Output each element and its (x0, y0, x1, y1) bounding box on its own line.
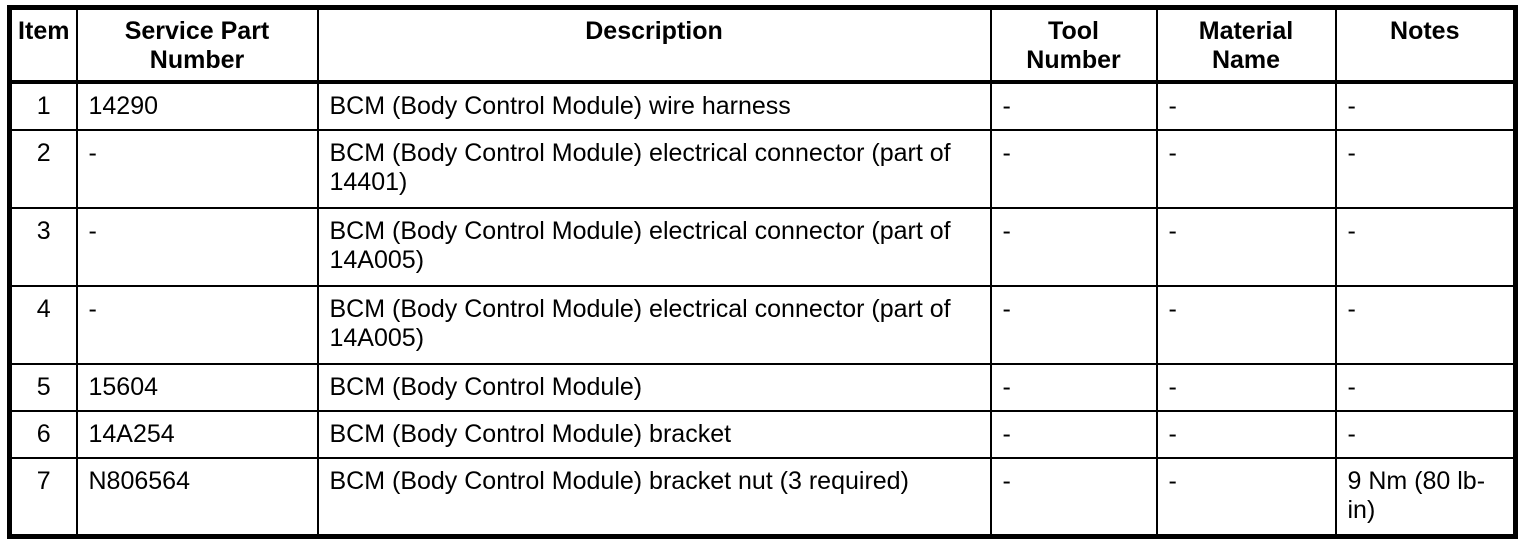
cell-item: 6 (8, 410, 78, 459)
cell-service-part-number: - (75, 129, 319, 209)
cell-tool-number: - (989, 285, 1158, 365)
cell-description: BCM (Body Control Module) bracket (316, 410, 992, 459)
cell-description: BCM (Body Control Module) electrical con… (316, 129, 992, 209)
table-row: 5 15604 BCM (Body Control Module) - - - (8, 363, 1517, 412)
cell-tool-number: - (989, 207, 1158, 287)
cell-item: 2 (8, 129, 78, 209)
parts-table: Item Service Part Number Description Too… (7, 5, 1518, 539)
cell-service-part-number: 14290 (75, 81, 319, 131)
column-header-tool-number: Tool Number (989, 6, 1158, 84)
cell-material-name: - (1155, 285, 1337, 365)
cell-material-name: - (1155, 81, 1337, 131)
cell-notes: 9 Nm (80 lb-in) (1334, 457, 1517, 537)
cell-service-part-number: 15604 (75, 363, 319, 412)
table-row: 4 - BCM (Body Control Module) electrical… (8, 285, 1517, 365)
cell-material-name: - (1155, 457, 1337, 537)
header-row: Item Service Part Number Description Too… (8, 6, 1517, 84)
cell-material-name: - (1155, 129, 1337, 209)
table-body: 1 14290 BCM (Body Control Module) wire h… (8, 81, 1517, 537)
cell-notes: - (1334, 285, 1517, 365)
table-row: 3 - BCM (Body Control Module) electrical… (8, 207, 1517, 287)
cell-tool-number: - (989, 410, 1158, 459)
cell-item: 3 (8, 207, 78, 287)
table-row: 2 - BCM (Body Control Module) electrical… (8, 129, 1517, 209)
cell-tool-number: - (989, 363, 1158, 412)
cell-description: BCM (Body Control Module) (316, 363, 992, 412)
cell-item: 7 (8, 457, 78, 537)
cell-notes: - (1334, 363, 1517, 412)
table-header: Item Service Part Number Description Too… (8, 6, 1517, 84)
column-header-notes: Notes (1334, 6, 1517, 84)
cell-item: 1 (8, 81, 78, 131)
cell-service-part-number: - (75, 207, 319, 287)
column-header-service-part-number: Service Part Number (75, 6, 319, 84)
cell-description: BCM (Body Control Module) wire harness (316, 81, 992, 131)
cell-notes: - (1334, 129, 1517, 209)
cell-notes: - (1334, 207, 1517, 287)
cell-service-part-number: - (75, 285, 319, 365)
cell-item: 4 (8, 285, 78, 365)
cell-notes: - (1334, 410, 1517, 459)
table-row: 7 N806564 BCM (Body Control Module) brac… (8, 457, 1517, 537)
cell-tool-number: - (989, 81, 1158, 131)
cell-material-name: - (1155, 410, 1337, 459)
cell-tool-number: - (989, 129, 1158, 209)
cell-description: BCM (Body Control Module) electrical con… (316, 207, 992, 287)
cell-item: 5 (8, 363, 78, 412)
cell-material-name: - (1155, 207, 1337, 287)
cell-service-part-number: 14A254 (75, 410, 319, 459)
table-row: 6 14A254 BCM (Body Control Module) brack… (8, 410, 1517, 459)
column-header-material-name: Material Name (1155, 6, 1337, 84)
cell-description: BCM (Body Control Module) bracket nut (3… (316, 457, 992, 537)
cell-description: BCM (Body Control Module) electrical con… (316, 285, 992, 365)
column-header-description: Description (316, 6, 992, 84)
cell-notes: - (1334, 81, 1517, 131)
cell-material-name: - (1155, 363, 1337, 412)
table-row: 1 14290 BCM (Body Control Module) wire h… (8, 81, 1517, 131)
column-header-item: Item (8, 6, 78, 84)
cell-service-part-number: N806564 (75, 457, 319, 537)
cell-tool-number: - (989, 457, 1158, 537)
